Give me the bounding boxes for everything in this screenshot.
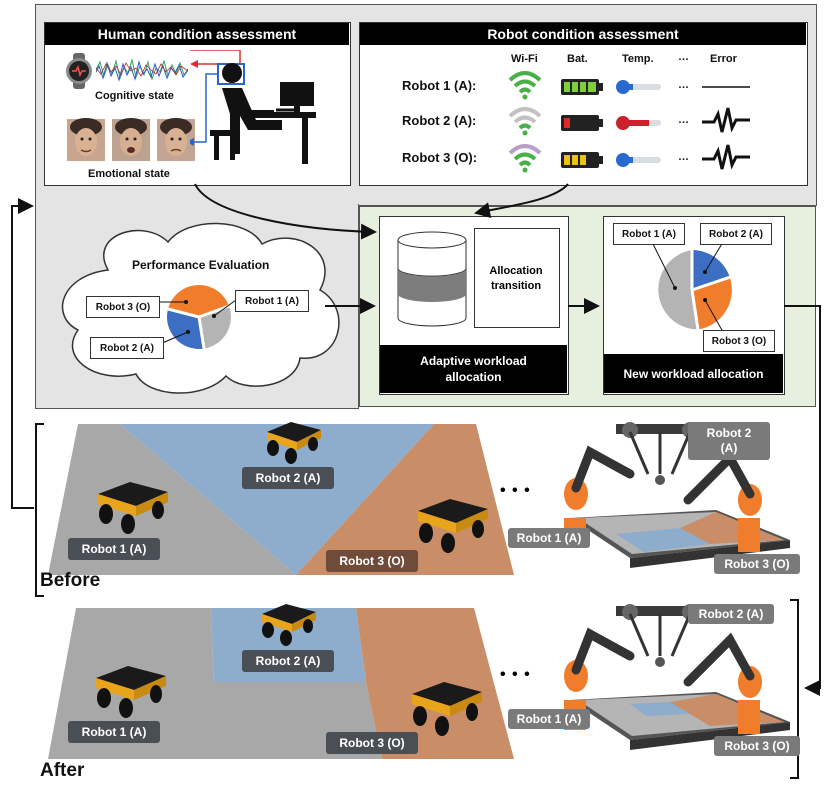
before-arm-robot2-tag: Robot 2 (A)	[688, 422, 770, 460]
battery-icon	[561, 79, 603, 95]
new-allocation-caption: New workload allocation	[604, 354, 783, 393]
robot-row-label-3: Robot 3 (O):	[402, 150, 478, 165]
after-workstation	[564, 604, 790, 750]
after-arm-robot1-tag: Robot 1 (A)	[508, 709, 590, 729]
robot-row-ellipsis-1: …	[678, 79, 689, 91]
after-ellipsis: • • •	[500, 666, 531, 683]
wifi-icon	[508, 107, 542, 136]
perf-label-r3: Robot 3 (O)	[86, 296, 160, 318]
mobile-robot-icon	[267, 422, 321, 464]
mobile-robot-icon	[98, 482, 168, 534]
before-title: Before	[40, 570, 101, 591]
before-ellipsis: • • •	[500, 482, 531, 499]
before-arm-robot1-tag: Robot 1 (A)	[508, 528, 590, 548]
error-signal-icon	[702, 144, 750, 170]
new-alloc-label-r2: Robot 2 (A)	[700, 223, 772, 245]
before-robot3-tag: Robot 3 (O)	[326, 550, 418, 572]
emotion-face-images	[67, 118, 195, 161]
after-title: After	[40, 760, 85, 781]
new-alloc-label-r1: Robot 1 (A)	[613, 223, 685, 245]
new-alloc-label-r3: Robot 3 (O)	[703, 330, 775, 352]
col-error: Error	[710, 53, 737, 65]
new-allocation-pie	[658, 250, 732, 330]
emotional-state-label: Emotional state	[88, 168, 170, 180]
after-arm-robot2-tag: Robot 2 (A)	[688, 604, 774, 624]
before-floor	[48, 424, 514, 575]
delta-robot-icon	[616, 604, 706, 667]
col-temp: Temp.	[622, 53, 654, 65]
after-robot3-tag: Robot 3 (O)	[326, 732, 418, 754]
error-signal-icon	[702, 86, 750, 88]
battery-icon	[561, 152, 603, 168]
performance-title: Performance Evaluation	[132, 258, 270, 272]
perf-label-r1: Robot 1 (A)	[235, 290, 309, 312]
battery-icon	[561, 115, 603, 131]
human-condition-title: Human condition assessment	[45, 23, 349, 45]
mobile-robot-icon	[418, 499, 488, 553]
person-at-computer-icon	[190, 50, 316, 164]
mobile-robot-icon	[262, 604, 316, 646]
thermometer-icon	[616, 116, 661, 130]
after-robot1-tag: Robot 1 (A)	[68, 721, 160, 743]
before-arm-robot3-tag: Robot 3 (O)	[714, 554, 800, 574]
thermometer-icon	[616, 80, 661, 94]
mobile-robot-icon	[96, 666, 166, 718]
robot-row-ellipsis-2: …	[678, 114, 689, 126]
before-robot2-tag: Robot 2 (A)	[242, 467, 334, 489]
after-arm-robot3-tag: Robot 3 (O)	[714, 736, 800, 756]
adaptive-allocation-caption: Adaptive workload allocation	[380, 345, 567, 393]
mobile-robot-icon	[412, 682, 482, 736]
col-wifi: Wi-Fi	[511, 53, 538, 65]
after-robot2-tag: Robot 2 (A)	[242, 650, 334, 672]
cognitive-signal-icon	[96, 58, 188, 82]
robot-row-ellipsis-3: …	[678, 151, 689, 163]
robot-row-label-2: Robot 2 (A):	[402, 113, 477, 128]
before-workstation	[564, 422, 790, 568]
new-allocation-leaders	[650, 239, 724, 333]
perf-label-r2: Robot 2 (A)	[90, 337, 164, 359]
database-icon	[397, 231, 467, 327]
thermometer-icon	[616, 153, 661, 167]
performance-pie	[166, 285, 231, 349]
smartwatch-icon	[66, 53, 92, 89]
before-robot1-tag: Robot 1 (A)	[68, 538, 160, 560]
col-ellipsis: …	[678, 51, 689, 63]
cognitive-state-label: Cognitive state	[95, 90, 174, 102]
robot-condition-title: Robot condition assessment	[360, 23, 806, 45]
allocation-transition-label: Allocation transition	[489, 265, 543, 292]
error-signal-icon	[702, 107, 750, 133]
wifi-icon	[508, 144, 542, 173]
col-battery: Bat.	[567, 53, 588, 65]
robot-row-label-1: Robot 1 (A):	[402, 78, 477, 93]
allocation-transition-box	[474, 228, 560, 328]
performance-leaders	[140, 299, 237, 345]
wifi-icon	[508, 71, 542, 100]
